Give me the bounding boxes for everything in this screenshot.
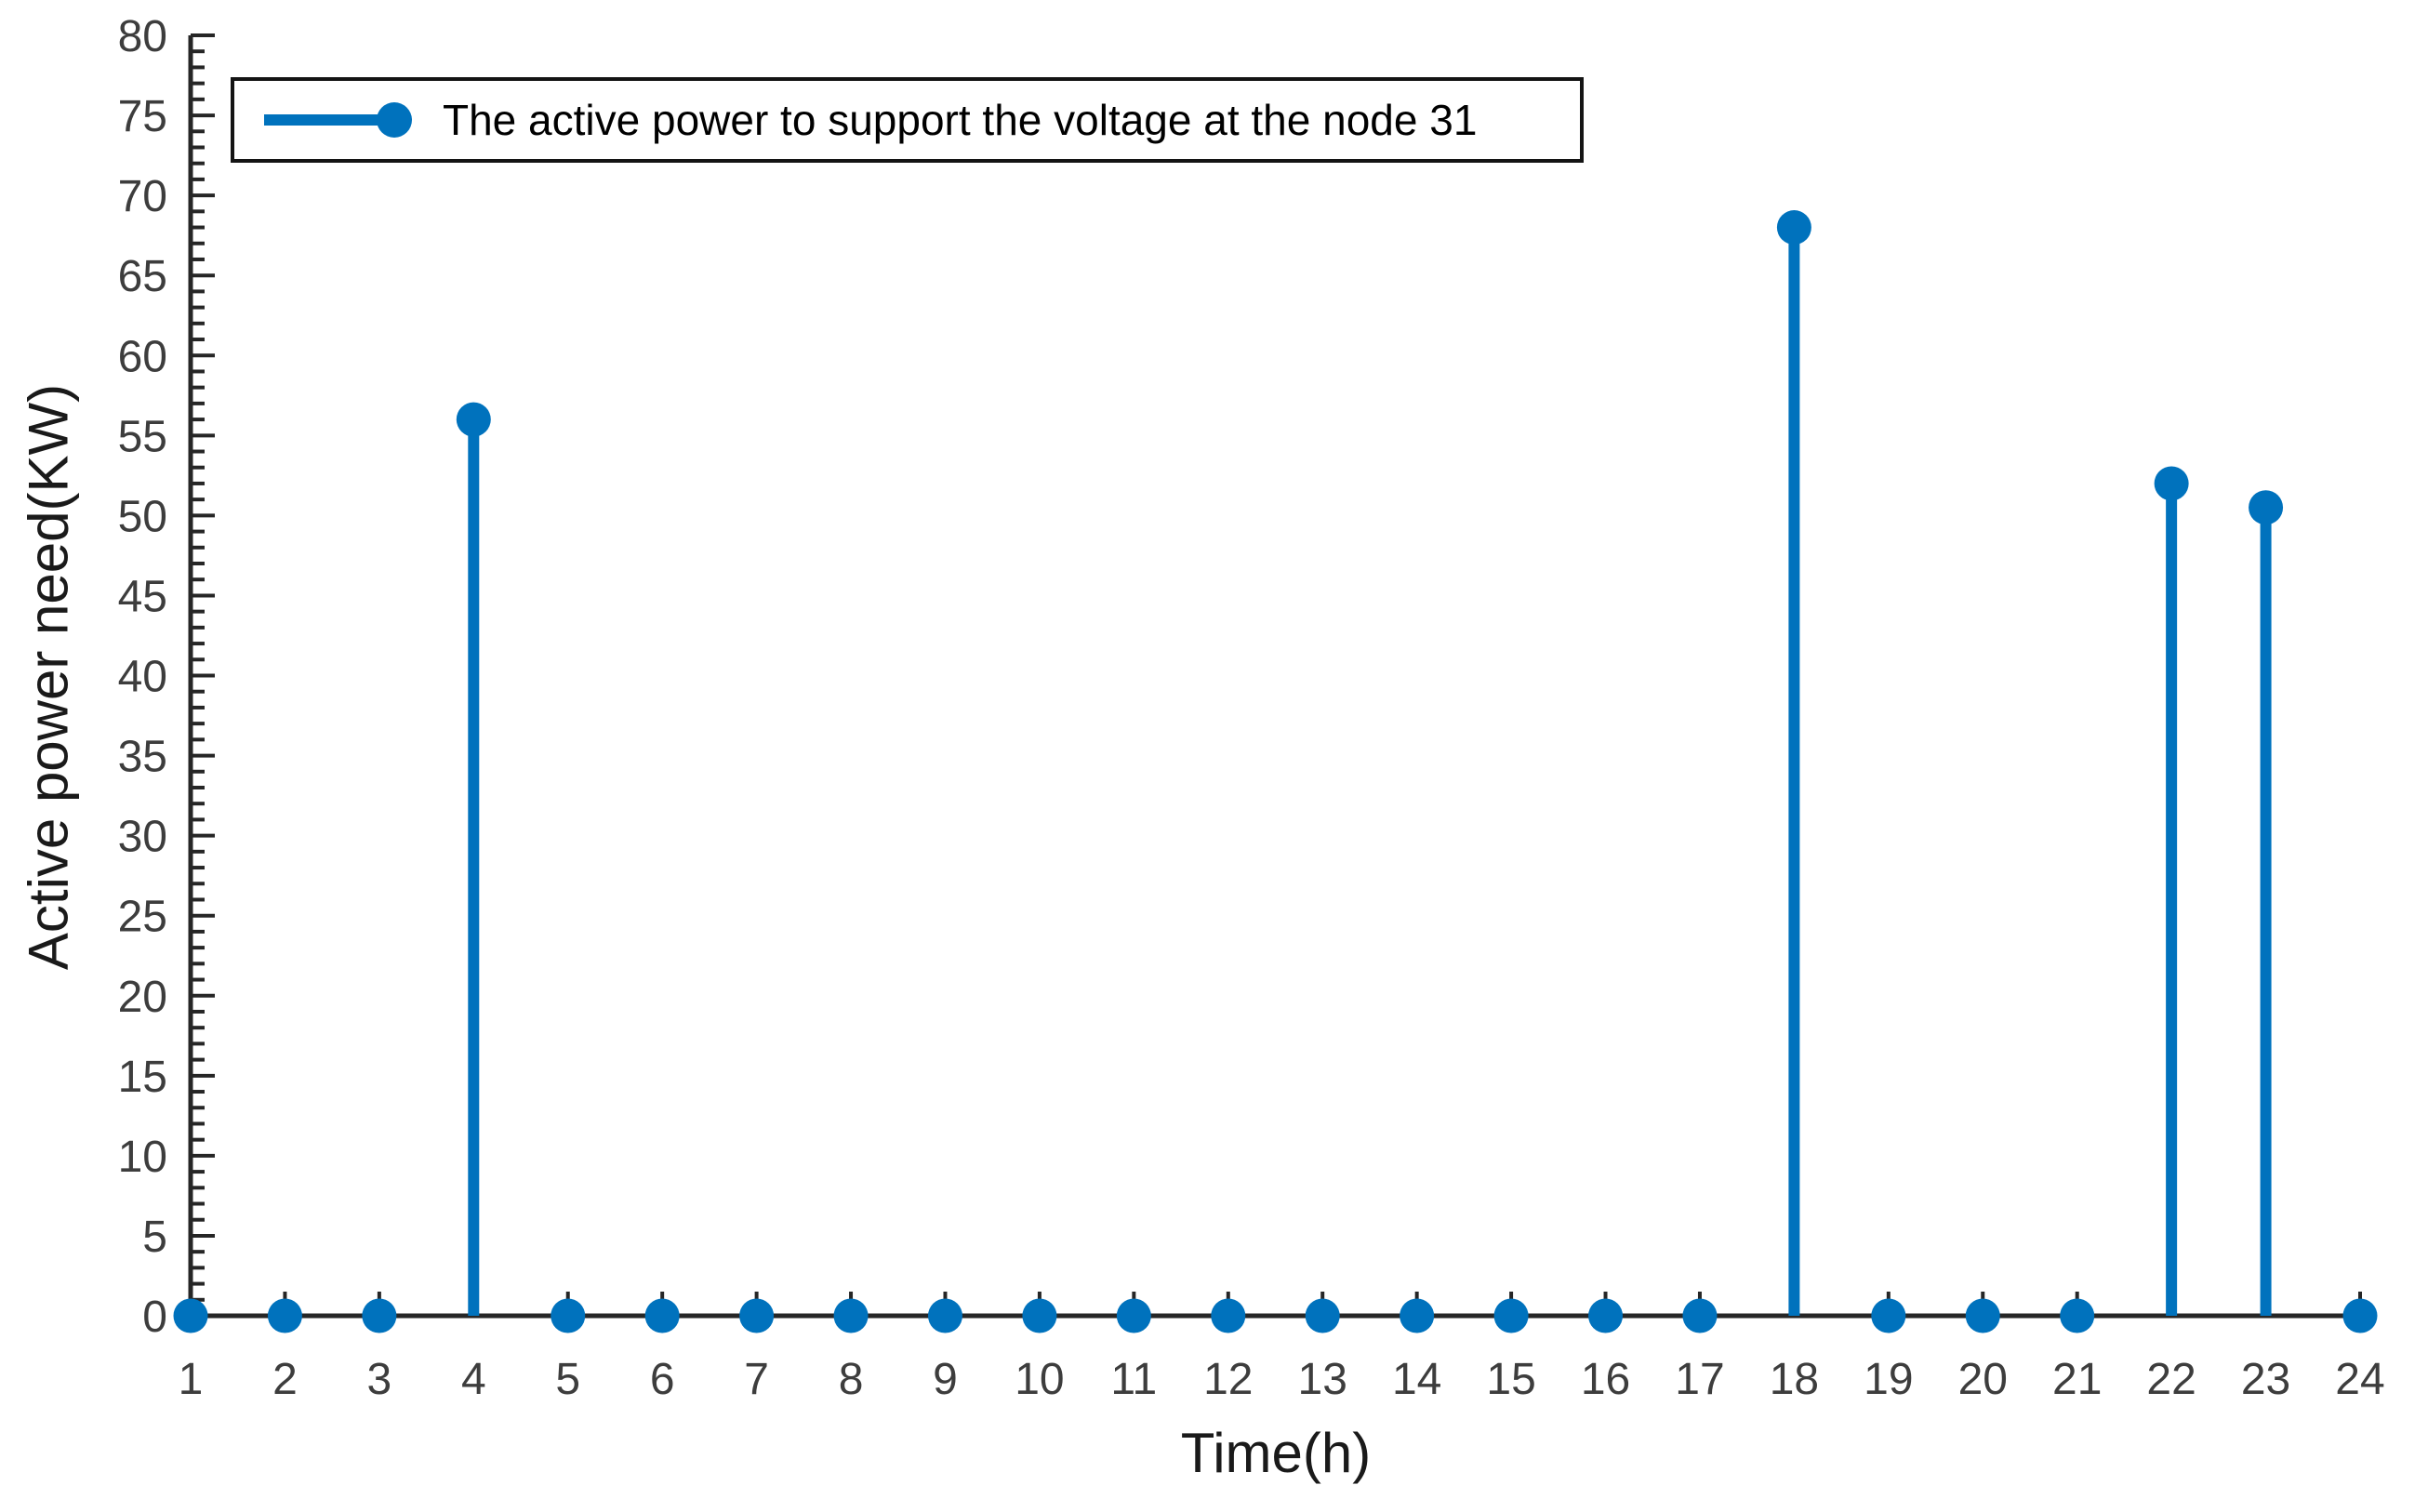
data-point-marker (1022, 1298, 1057, 1333)
data-point-marker (1305, 1298, 1340, 1333)
data-point-marker (1871, 1298, 1906, 1333)
x-tick-label: 18 (1770, 1355, 1819, 1404)
x-tick-label: 2 (272, 1355, 298, 1404)
y-tick-label: 20 (118, 973, 167, 1022)
x-tick-label: 24 (2335, 1355, 2384, 1404)
data-point-marker (173, 1298, 208, 1333)
x-tick-label: 7 (744, 1355, 769, 1404)
y-tick-label: 45 (118, 572, 167, 621)
data-point-marker (2060, 1298, 2095, 1333)
y-tick-label: 15 (118, 1053, 167, 1102)
data-point-marker (644, 1298, 680, 1333)
y-tick-label: 10 (118, 1133, 167, 1182)
data-point-marker (2249, 490, 2284, 525)
y-tick-label: 40 (118, 653, 167, 702)
x-tick-label: 15 (1486, 1355, 1535, 1404)
data-point-marker (833, 1298, 869, 1333)
data-point-marker (1776, 210, 1811, 245)
data-point-marker (1493, 1298, 1529, 1333)
y-tick-label: 60 (118, 332, 167, 381)
x-tick-label: 4 (461, 1355, 486, 1404)
y-axis-label: Active power need(KW) (17, 383, 80, 971)
y-tick-label: 35 (118, 733, 167, 782)
x-tick-label: 5 (555, 1355, 580, 1404)
x-tick-label: 22 (2146, 1355, 2196, 1404)
y-tick-label: 55 (118, 412, 167, 461)
y-tick-label: 70 (118, 172, 167, 221)
data-point-marker (1116, 1298, 1151, 1333)
data-point-marker (551, 1298, 586, 1333)
data-point-marker (739, 1298, 775, 1333)
x-tick-label: 11 (1110, 1355, 1157, 1404)
y-tick-label: 80 (118, 12, 167, 61)
data-point-marker (927, 1298, 962, 1333)
x-tick-label: 12 (1203, 1355, 1253, 1404)
data-point-marker (267, 1298, 302, 1333)
y-tick-label: 65 (118, 252, 167, 301)
x-tick-label: 1 (179, 1355, 204, 1404)
y-tick-label: 75 (118, 92, 167, 141)
data-point-marker (1211, 1298, 1246, 1333)
x-tick-label: 10 (1015, 1355, 1064, 1404)
x-tick-label: 14 (1392, 1355, 1441, 1404)
data-point-marker (2342, 1298, 2378, 1333)
y-tick-label: 30 (118, 813, 167, 862)
legend-entry-label: The active power to support the voltage … (443, 96, 1478, 144)
legend-stem-sample-icon (264, 102, 412, 138)
x-tick-label: 19 (1864, 1355, 1913, 1404)
data-point-marker (2154, 466, 2189, 501)
data-point-marker (362, 1298, 397, 1333)
data-point-marker (456, 402, 491, 437)
legend: The active power to support the voltage … (231, 77, 1584, 163)
x-tick-label: 21 (2052, 1355, 2102, 1404)
x-tick-label: 3 (367, 1355, 392, 1404)
y-tick-label: 5 (142, 1213, 167, 1262)
x-tick-label: 6 (650, 1355, 675, 1404)
x-tick-label: 9 (933, 1355, 958, 1404)
x-tick-label: 8 (839, 1355, 864, 1404)
data-point-marker (1400, 1298, 1435, 1333)
x-tick-label: 23 (2241, 1355, 2290, 1404)
x-tick-label: 16 (1581, 1355, 1630, 1404)
y-tick-label: 0 (142, 1293, 167, 1342)
data-point-marker (1682, 1298, 1718, 1333)
data-point-marker (1965, 1298, 2000, 1333)
x-tick-label: 17 (1675, 1355, 1724, 1404)
x-tick-label: 13 (1298, 1355, 1347, 1404)
x-tick-label: 20 (1958, 1355, 2008, 1404)
y-tick-label: 50 (118, 492, 167, 541)
y-tick-label: 25 (118, 893, 167, 942)
data-point-marker (1588, 1298, 1624, 1333)
x-axis-label: Time(h) (1180, 1422, 1372, 1484)
